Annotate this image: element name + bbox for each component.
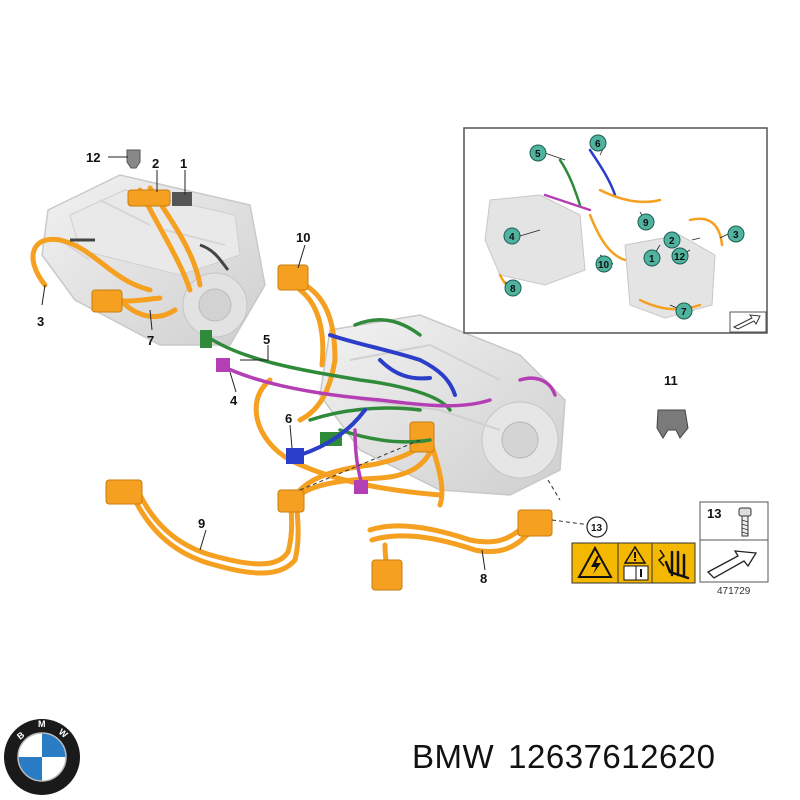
caution-triangle-icon: [623, 545, 647, 564]
callout-12: 12: [86, 150, 100, 165]
callout-6: 6: [285, 411, 292, 426]
inset-callout-6: 6: [595, 139, 601, 150]
inset-callout-10: 10: [598, 260, 610, 271]
cable-9-illustration: [132, 492, 301, 576]
motor-connector-block: [91, 289, 123, 313]
callout-13-circle: [586, 516, 608, 538]
svg-text:M: M: [38, 719, 46, 729]
callout-5: 5: [263, 332, 270, 347]
inset-callout-5: 5: [535, 149, 541, 160]
callout-1: 1: [180, 156, 187, 171]
purple-connector: [216, 358, 230, 372]
part-13-box: [699, 501, 769, 583]
callout-7: 7: [147, 333, 154, 348]
inset-callout-3: 3: [733, 230, 739, 241]
inset-callout-8: 8: [510, 284, 516, 295]
cable-9-right-connector: [277, 489, 305, 513]
callout-11: 11: [664, 373, 678, 388]
warning-label: [571, 542, 696, 584]
inset-callout-4: 4: [509, 232, 515, 243]
blue-connector: [286, 448, 304, 464]
manual-book-icon: [623, 565, 649, 581]
inset-callout-9: 9: [643, 218, 649, 229]
cable-8-front-connector: [409, 421, 435, 453]
inset-callout-2: 2: [669, 236, 675, 247]
inset-callout-12: 12: [674, 252, 686, 263]
callout-13: 13: [707, 506, 721, 521]
part-11-bracket: [656, 409, 689, 439]
inset-callout-7: 7: [681, 307, 687, 318]
callout-4: 4: [230, 393, 238, 408]
part-caption: BMW 12637612620: [412, 738, 730, 776]
purple-connector-2: [354, 480, 368, 494]
callout-9: 9: [198, 516, 205, 531]
inset-callout-1: 1: [649, 254, 655, 265]
arrow-pointer-icon: [706, 550, 758, 579]
callout-8: 8: [480, 571, 487, 586]
callout-13-circle-label: 13: [591, 523, 603, 534]
callout-2: 2: [152, 156, 159, 171]
motor-junction-box: [172, 192, 192, 206]
cable-10-connector: [277, 264, 309, 291]
cable-9-left-connector: [105, 479, 143, 505]
overview-inset: [463, 127, 768, 334]
leader-lines: [41, 156, 486, 571]
cable-8-end-connector: [517, 509, 553, 537]
callout-3: 3: [37, 314, 44, 329]
cable-8-dashed-link: [299, 439, 591, 526]
motor-dark-cable: [70, 238, 230, 271]
part-number: 12637612620: [508, 738, 716, 775]
motor-top-connector: [127, 189, 171, 207]
cable-8-plug: [371, 559, 403, 591]
brand-name: BMW: [412, 738, 495, 775]
bolt-screw-icon: [738, 507, 752, 537]
high-voltage-warning-icon: [577, 545, 613, 578]
green-harness: [203, 318, 452, 444]
sensor-part-12: [126, 149, 141, 169]
callout-10: 10: [296, 230, 310, 245]
diagram-number: 471729: [717, 586, 751, 597]
green-connector: [200, 330, 212, 348]
electric-hand-icon: [657, 549, 690, 580]
blue-harness: [298, 333, 457, 457]
inset-arrow-icon: [729, 311, 767, 333]
svg-text:B: B: [15, 729, 27, 741]
bmw-logo-icon: B M W: [4, 719, 80, 795]
